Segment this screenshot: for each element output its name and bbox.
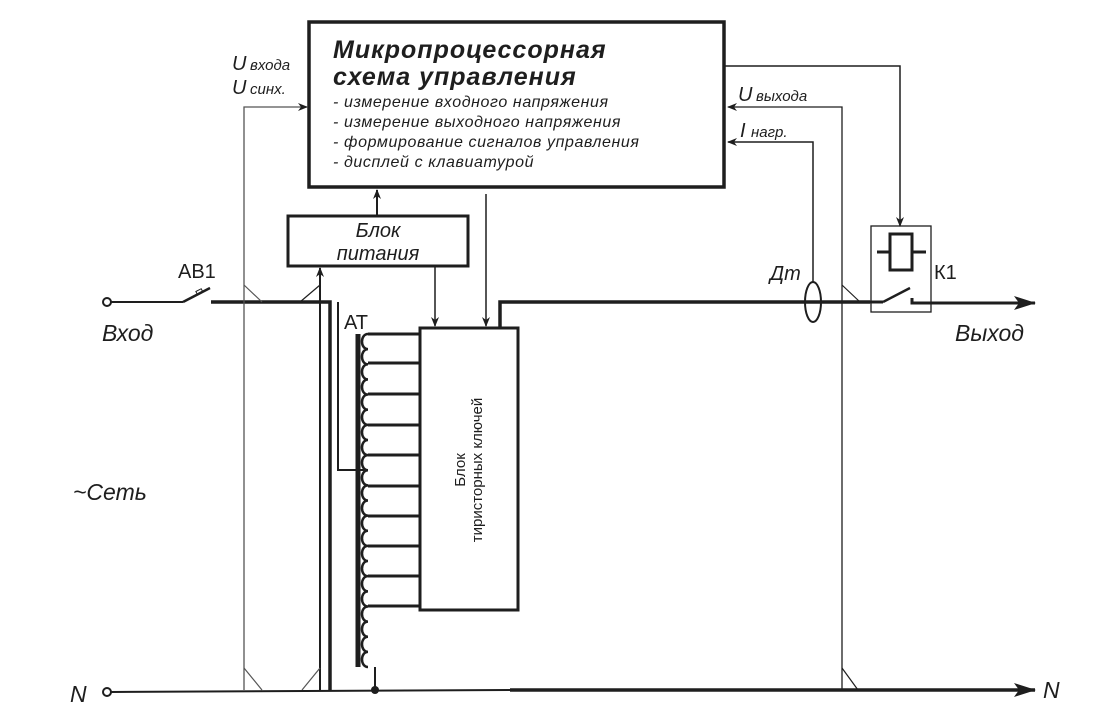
- relay-contact-icon: [882, 286, 911, 304]
- transformer-taps: [368, 332, 420, 608]
- i-load-symbol: I: [740, 120, 746, 142]
- u-sync-symbol: U: [232, 77, 247, 99]
- u-input-symbol: U: [232, 53, 247, 75]
- power-block-line2: питания: [337, 243, 420, 265]
- i-load-signal: [727, 138, 814, 282]
- i-load-label: нагр.: [751, 124, 788, 141]
- mcu-title-line2: схема управления: [333, 63, 577, 91]
- relay-control-signal: [724, 65, 904, 227]
- u-input-label: входа: [250, 57, 290, 74]
- breaker-switch-icon: [182, 286, 211, 304]
- output-line: [498, 286, 1036, 328]
- mcu-function-item: - измерение выходного напряжения: [333, 114, 621, 131]
- neutral-in-label: N: [70, 681, 87, 707]
- thyristor-block-line1: Блок: [452, 453, 469, 487]
- power-supply-block: Блок питания: [286, 214, 470, 268]
- current-sensor-label: Дт: [768, 263, 801, 285]
- u-sync-label: синх.: [250, 81, 286, 98]
- neutral-out-label: N: [1043, 677, 1060, 703]
- output-label: Выход: [955, 320, 1024, 346]
- thyristor-block-line2: тиристорных ключей: [469, 398, 486, 543]
- input-sense-loop: [243, 103, 321, 691]
- output-sense-loop: [727, 103, 861, 691]
- breaker-label: АВ1: [178, 261, 216, 283]
- u-output-symbol: U: [738, 84, 753, 106]
- mains-label: ~Сеть: [73, 479, 147, 505]
- autotransformer-label: АТ: [344, 312, 368, 334]
- relay-coil-icon: [888, 232, 914, 272]
- thyristor-switch-block: Блок тиристорных ключей: [418, 326, 520, 612]
- microprocessor-control-block: Микропроцессорная схема управления - изм…: [307, 20, 726, 189]
- u-output-label: выхода: [756, 88, 807, 105]
- neutral-line: [102, 683, 1036, 697]
- mcu-function-item: - формирование сигналов управления: [333, 134, 640, 151]
- mcu-title-line1: Микропроцессорная: [333, 36, 607, 64]
- mcu-function-item: - дисплей с клавиатурой: [333, 154, 534, 171]
- relay-k1: [870, 225, 932, 313]
- autotransformer: [355, 332, 380, 669]
- relay-label: К1: [934, 262, 957, 284]
- input-label: Вход: [102, 320, 153, 346]
- input-line: [102, 286, 332, 690]
- mcu-function-item: - измерение входного напряжения: [333, 94, 609, 111]
- input-terminal-icon: [102, 297, 112, 307]
- neutral-terminal-icon: [102, 687, 112, 697]
- power-block-line1: Блок: [356, 220, 402, 242]
- transformer-coil-icon: [360, 332, 380, 669]
